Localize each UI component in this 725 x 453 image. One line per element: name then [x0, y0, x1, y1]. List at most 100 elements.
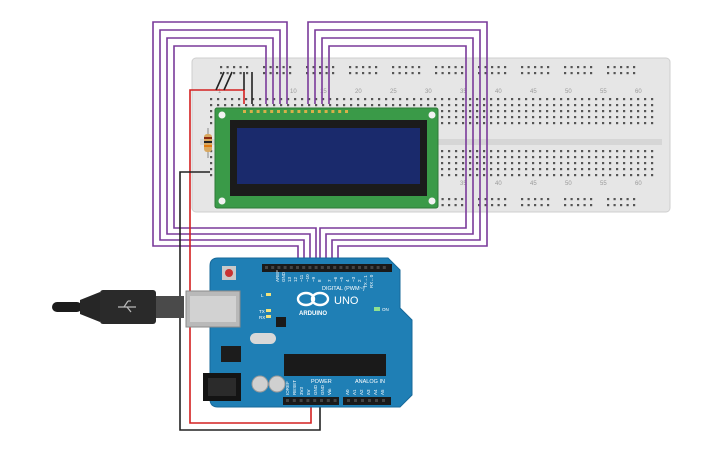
resistor-band — [204, 137, 212, 139]
wire-black[interactable] — [215, 71, 225, 91]
breadboard-hole — [448, 98, 451, 101]
wire-purple[interactable] — [173, 45, 317, 268]
breadboard-hole — [289, 72, 292, 75]
digital-header-holes — [265, 266, 386, 269]
breadboard-hole — [616, 116, 619, 119]
breadboard-hole — [357, 98, 360, 101]
breadboard-hole — [399, 104, 402, 107]
breadboard-hole — [583, 198, 586, 201]
breadboard-hole — [595, 116, 598, 119]
breadboard-hole — [553, 98, 556, 101]
on-led — [374, 307, 380, 311]
pin-label: A0 — [345, 389, 350, 395]
lcd-pin — [243, 110, 246, 113]
breadboard-hole — [546, 156, 549, 159]
breadboard-hole — [547, 204, 550, 207]
pin-label: 7 — [327, 279, 332, 282]
column-number: 15 — [320, 89, 327, 95]
breadboard-hole — [441, 104, 444, 107]
breadboard-hole — [539, 150, 542, 153]
breadboard-hole — [570, 204, 573, 207]
breadboard-hole — [269, 72, 272, 75]
breadboard-hole — [553, 116, 556, 119]
breadboard-hole — [497, 156, 500, 159]
wire-purple[interactable] — [307, 21, 488, 268]
breadboard-hole — [462, 122, 465, 125]
breadboard-hole — [455, 116, 458, 119]
column-number: 60 — [635, 89, 642, 95]
breadboard-hole — [623, 98, 626, 101]
breadboard-hole — [504, 198, 507, 201]
analog-header[interactable] — [343, 397, 391, 405]
header-hole — [271, 266, 275, 269]
breadboard-hole — [616, 104, 619, 107]
breadboard-hole — [490, 168, 493, 171]
breadboard-hole — [623, 104, 626, 107]
breadboard-hole — [560, 168, 563, 171]
breadboard-hole — [553, 156, 556, 159]
breadboard-hole — [350, 98, 353, 101]
breadboard-hole — [454, 204, 457, 207]
breadboard-hole — [483, 174, 486, 177]
resistor[interactable] — [204, 128, 212, 158]
l-label: L — [261, 293, 264, 298]
breadboard-hole — [560, 116, 563, 119]
lcd-module[interactable] — [214, 107, 439, 209]
breadboard-hole — [483, 168, 486, 171]
breadboard-hole — [583, 66, 586, 69]
breadboard-hole — [455, 122, 458, 125]
wire-purple[interactable] — [152, 21, 299, 268]
breadboard-hole — [497, 162, 500, 165]
breadboard-hole — [616, 110, 619, 113]
wire-purple[interactable] — [314, 29, 481, 268]
breadboard-hole — [581, 122, 584, 125]
breadboard-hole — [448, 116, 451, 119]
breadboard-hole — [602, 98, 605, 101]
wire-black[interactable] — [179, 171, 321, 431]
breadboard-hole — [448, 156, 451, 159]
breadboard-hole — [483, 116, 486, 119]
wire-purple[interactable] — [319, 45, 467, 268]
arduino-uno[interactable]: ARDUINO UNO DIGITAL (PWM~) POWER ANALOG … — [185, 257, 413, 408]
breadboard-hole — [539, 104, 542, 107]
wire-purple[interactable] — [166, 37, 311, 268]
power-header[interactable] — [283, 397, 339, 405]
breadboard-hole — [280, 104, 283, 107]
breadboard-hole — [441, 174, 444, 177]
usb-cable[interactable] — [52, 290, 184, 324]
header-hole — [320, 399, 323, 402]
header-hole — [314, 266, 318, 269]
breadboard-hole — [532, 156, 535, 159]
breadboard-hole — [504, 122, 507, 125]
breadboard-hole — [567, 168, 570, 171]
column-number: 10 — [290, 89, 297, 95]
lcd-pin — [311, 110, 314, 113]
wire-red[interactable] — [189, 89, 312, 424]
lcd-pin — [317, 110, 321, 113]
breadboard-hole — [567, 122, 570, 125]
breadboard-hole — [406, 104, 409, 107]
breadboard-hole — [483, 162, 486, 165]
usb-b-port-inner — [190, 296, 236, 322]
breadboard-hole — [448, 110, 451, 113]
breadboard-hole — [595, 110, 598, 113]
wire-purple[interactable] — [159, 29, 305, 268]
breadboard-hole — [319, 72, 322, 75]
small-chip — [276, 317, 286, 327]
breadboard-hole — [518, 98, 521, 101]
breadboard-hole — [469, 150, 472, 153]
breadboard-hole — [651, 122, 654, 125]
breadboard-hole — [490, 150, 493, 153]
breadboard-hole — [246, 72, 249, 75]
breadboard-hole — [620, 72, 623, 75]
breadboard-hole — [595, 98, 598, 101]
lcd-mount-hole — [428, 111, 436, 119]
breadboard-hole — [518, 150, 521, 153]
pin-label: 8 — [317, 279, 322, 282]
breadboard-hole — [448, 66, 451, 69]
wire-purple[interactable] — [321, 37, 474, 268]
breadboard-hole — [616, 98, 619, 101]
breadboard-hole — [455, 104, 458, 107]
wire-black[interactable] — [223, 71, 233, 91]
